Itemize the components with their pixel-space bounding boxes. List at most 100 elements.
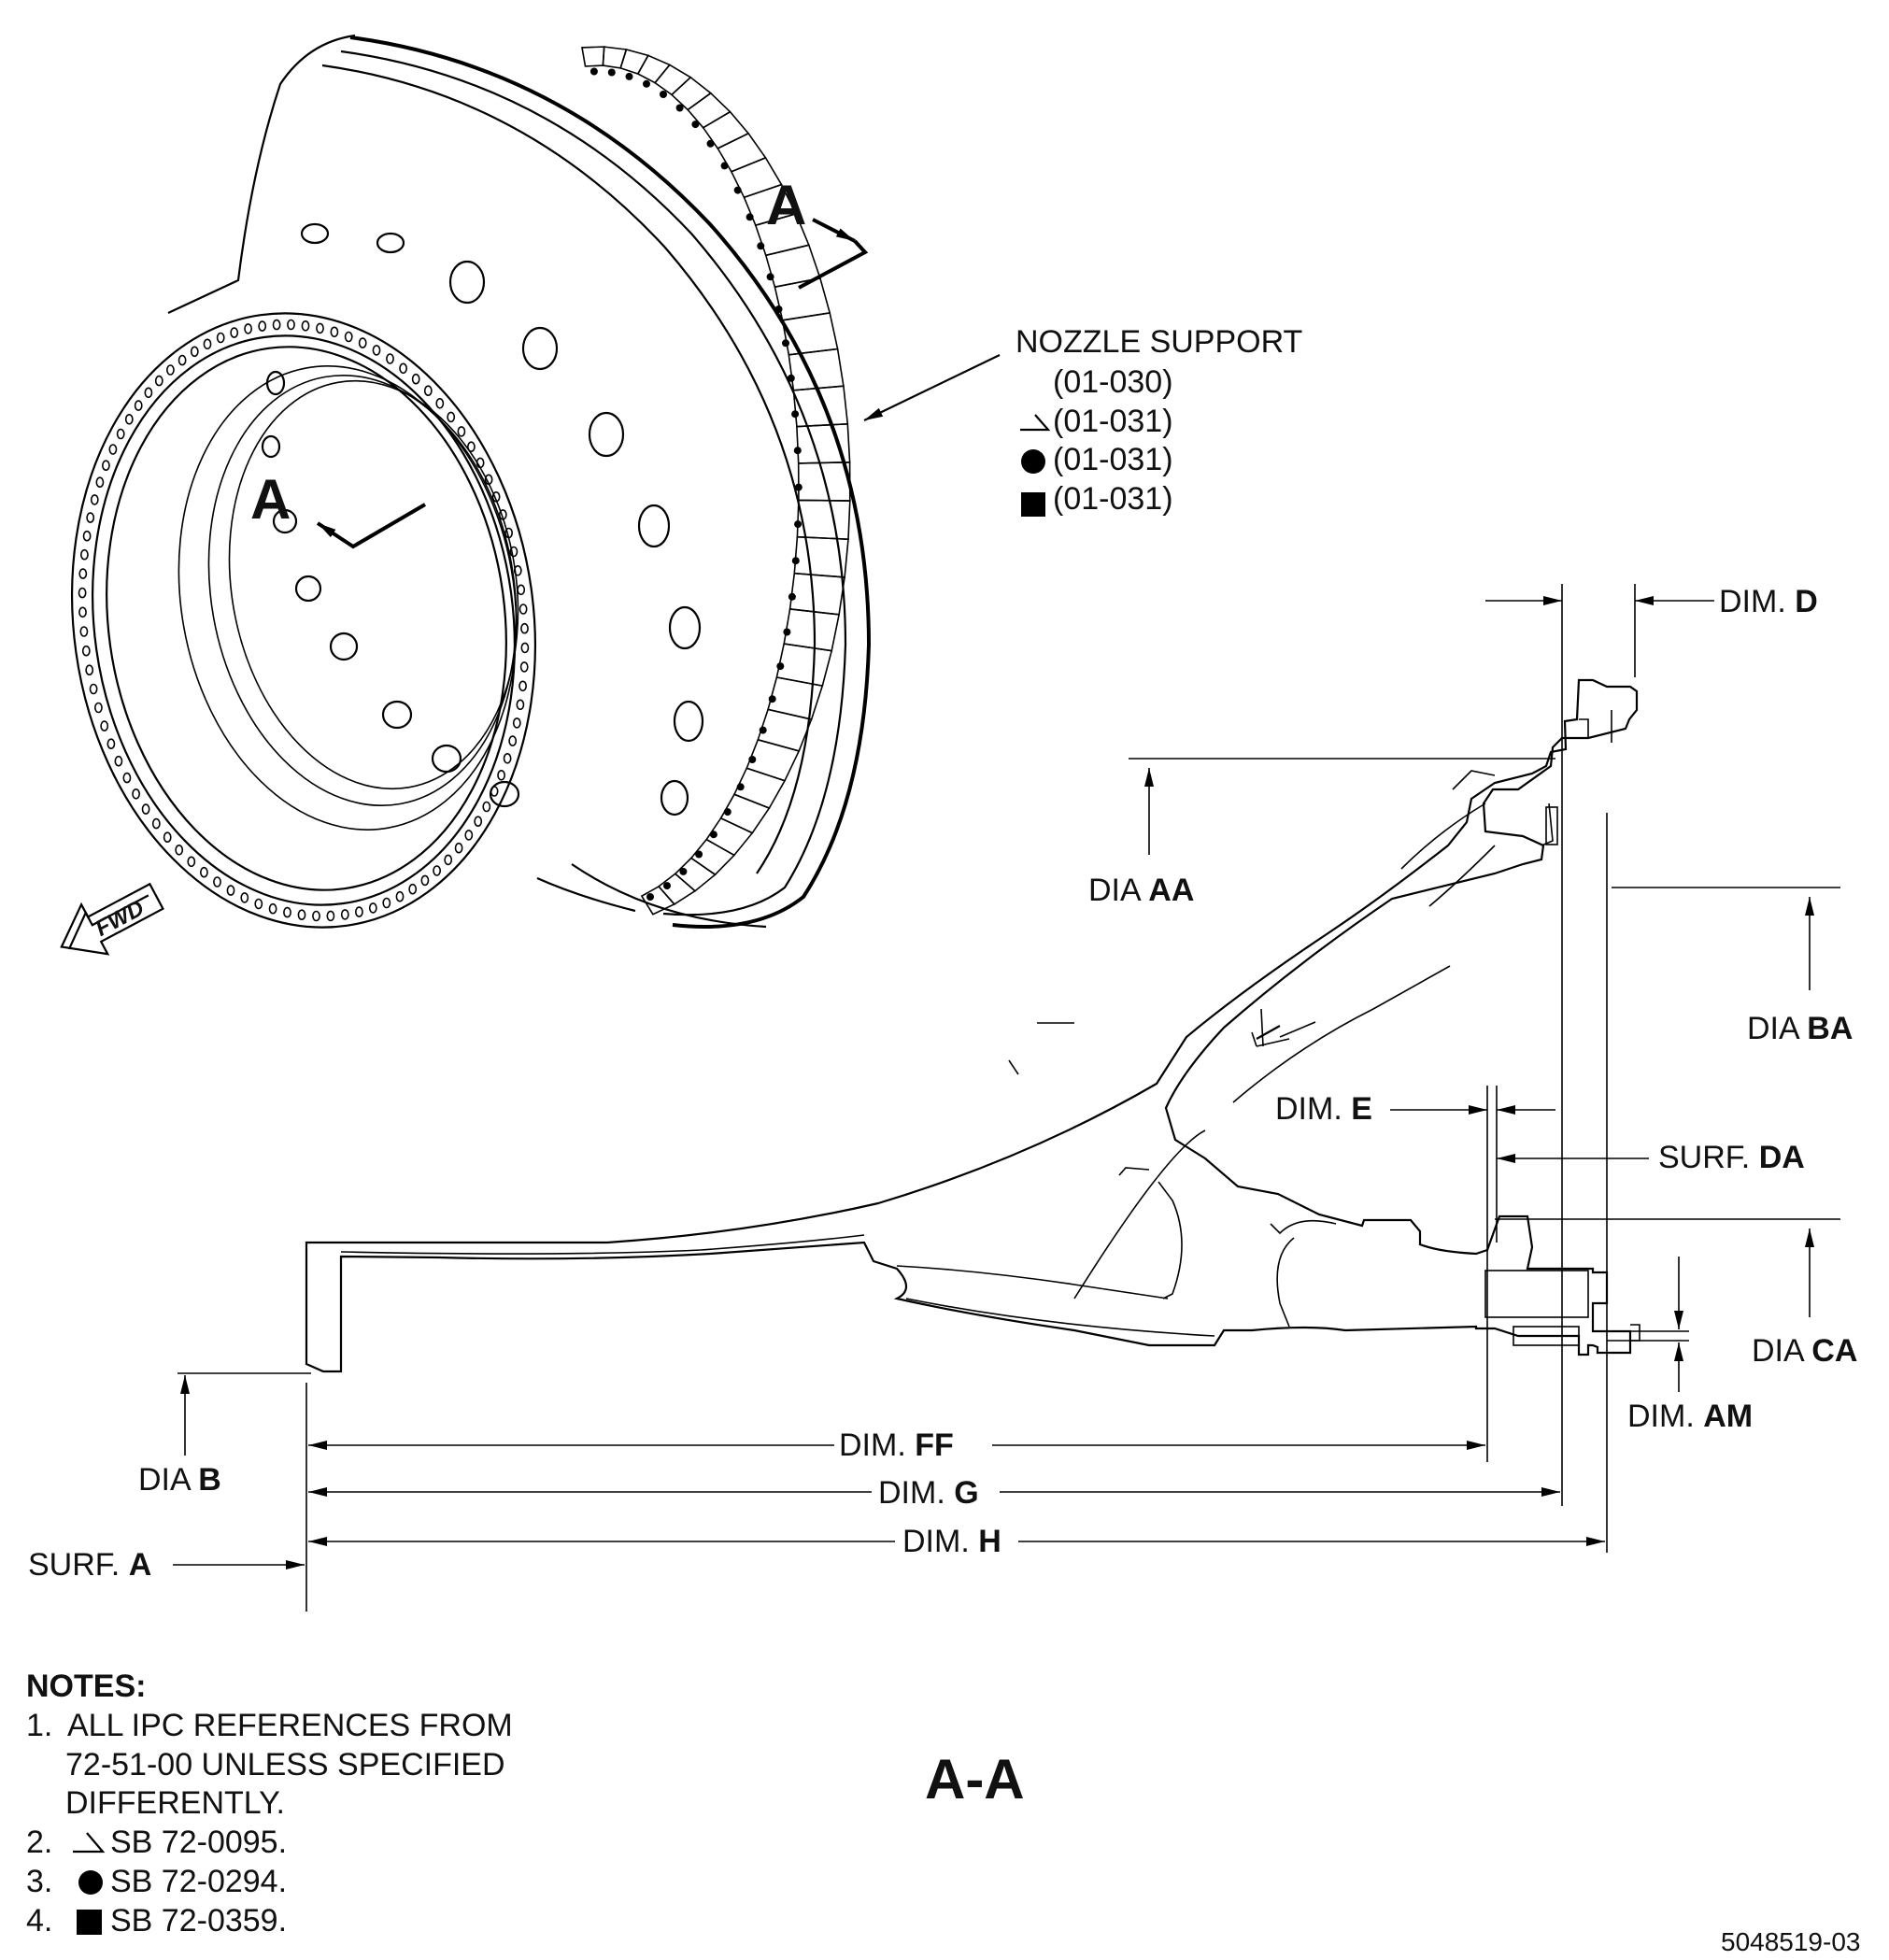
vane-fastener	[607, 68, 616, 77]
bolt-hole	[386, 353, 394, 364]
bolt-hole	[283, 906, 291, 918]
bolt-hole	[82, 530, 92, 542]
bolt-hole	[268, 902, 277, 915]
vane-fastener	[733, 186, 742, 194]
bolt-hole	[100, 720, 109, 731]
dia-aa-label: DIA AA	[1088, 873, 1194, 908]
bolt-hole	[312, 910, 320, 922]
dia-ca-label: DIA CA	[1752, 1333, 1857, 1369]
bolt-hole	[344, 331, 353, 343]
vane-fastener	[793, 447, 802, 455]
note-1-number: 1.	[26, 1708, 52, 1743]
bolt-hole	[107, 738, 116, 750]
note-2-text: SB 72-0095.	[110, 1825, 287, 1860]
bolt-hole	[509, 546, 518, 558]
bolt-hole	[368, 902, 377, 914]
dia-ba-label: DIA BA	[1747, 1011, 1853, 1046]
bolt-hole	[86, 512, 95, 523]
callout-leader-line	[863, 354, 1001, 421]
vane-fastener	[768, 695, 776, 703]
vane-fastener	[691, 121, 700, 129]
section-marker-top-letter: A	[766, 174, 806, 236]
bolt-hole	[518, 680, 527, 692]
bolt-hole	[122, 772, 132, 784]
note-4-text: SB 72-0359.	[110, 1903, 287, 1939]
note-2-number: 2.	[26, 1825, 52, 1860]
bolt-hole	[144, 387, 153, 399]
vane-fastener	[746, 213, 754, 221]
callout-title: NOZZLE SUPPORT	[1016, 324, 1302, 360]
bolt-hole	[78, 606, 87, 618]
bolt-hole	[520, 622, 529, 634]
vane-fastener	[787, 374, 795, 382]
bolt-hole	[474, 816, 483, 828]
body-holes	[261, 222, 704, 817]
vane-segment	[767, 676, 824, 720]
vane-fastener	[706, 139, 715, 148]
bolt-hole	[187, 856, 196, 868]
bolt-hole	[411, 373, 420, 385]
bolt-hole	[108, 444, 118, 455]
section-a-a-profile	[305, 678, 1640, 1373]
bolt-hole	[508, 735, 518, 746]
fwd-arrow: FWD	[60, 882, 164, 956]
vane-fastener	[783, 628, 791, 636]
vane-segment	[640, 885, 676, 916]
bolt-hole	[297, 909, 306, 921]
flange-bolt-holes	[78, 319, 530, 922]
surf-a-label: SURF. A	[28, 1547, 151, 1583]
bolt-hole	[213, 876, 221, 888]
bolt-hole	[519, 661, 529, 673]
bolt-hole	[163, 831, 172, 844]
dim-h-label: DIM. H	[902, 1524, 1001, 1559]
bolt-hole	[340, 909, 349, 920]
bolt-hole	[85, 664, 94, 676]
bolt-hole	[466, 441, 476, 453]
bolt-hole	[382, 897, 391, 909]
section-title: A-A	[925, 1748, 1025, 1811]
bolt-hole	[444, 854, 453, 866]
bolt-hole	[301, 320, 310, 332]
vane-fastener	[625, 72, 633, 80]
bolt-hole	[175, 844, 184, 856]
bolt-hole	[81, 645, 91, 657]
vane-fastener	[759, 726, 767, 734]
vane-fastener	[776, 662, 785, 671]
dia-b-label: DIA B	[138, 1462, 221, 1498]
bolt-hole	[114, 755, 123, 767]
bolt-hole	[230, 327, 239, 338]
bolt-hole	[512, 717, 521, 729]
bolt-hole	[316, 322, 324, 334]
dim-g-label: DIM. G	[878, 1475, 979, 1511]
bolt-hole	[244, 323, 252, 334]
dim-d-label: DIM. D	[1719, 584, 1818, 619]
callout-ref-2: (01-031)	[1053, 404, 1173, 439]
vane-fastener	[791, 557, 800, 565]
bolt-hole	[433, 865, 441, 876]
bolt-hole	[497, 769, 505, 781]
section-marker-left-letter: A	[250, 468, 291, 531]
bolt-hole	[358, 337, 367, 348]
note-3-number: 3.	[26, 1864, 52, 1899]
bolt-hole	[503, 752, 512, 764]
bolt-hole	[226, 885, 235, 896]
vane-fastener	[774, 305, 783, 313]
bolt-hole	[518, 604, 528, 615]
vane-fastener	[663, 882, 671, 890]
bolt-hole	[151, 817, 161, 830]
notes-heading: NOTES:	[26, 1669, 146, 1704]
dim-am-label: DIM. AM	[1627, 1399, 1753, 1434]
bolt-hole	[178, 354, 187, 366]
bolt-hole	[447, 411, 456, 423]
filled-circle-icon	[78, 1870, 103, 1895]
vane-segment	[636, 54, 672, 84]
bolt-hole	[482, 801, 491, 813]
note-1-line-1: ALL IPC REFERENCES FROM	[67, 1708, 513, 1743]
figure-id: 5048519-03	[1721, 1927, 1860, 1956]
bolt-hole	[141, 803, 150, 815]
bolt-hole	[90, 494, 99, 505]
bolt-hole	[80, 548, 89, 561]
surf-da-label: SURF. DA	[1658, 1140, 1805, 1175]
dimension-lines	[173, 584, 1840, 1612]
bolt-hole	[154, 375, 163, 387]
